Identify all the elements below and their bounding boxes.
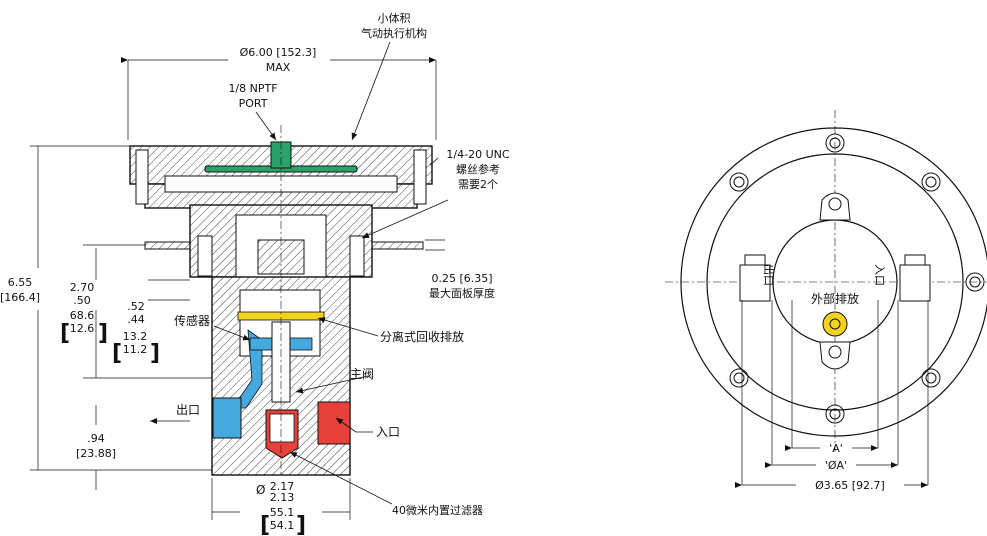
dim-a-mm2: 12.6 <box>70 322 95 335</box>
dim-b-mm2: 11.2 <box>123 343 148 356</box>
label-screw-3: 需要2个 <box>458 178 498 191</box>
label-main-valve: 主阀 <box>350 367 374 381</box>
top-view-dimensions <box>735 300 929 488</box>
panel-screw-left <box>197 235 213 277</box>
dimension-lines <box>30 57 445 520</box>
label-panel-2: 最大面板厚度 <box>429 286 495 300</box>
outlet-port <box>212 397 242 439</box>
external-vent-inner <box>829 318 841 330</box>
panel-screw-right <box>349 235 365 277</box>
label-diameter-max-2: MAX <box>266 61 291 74</box>
label-panel-1: 0.25 [6.35] <box>431 272 492 285</box>
bracket-d-left: [ <box>260 513 270 536</box>
label-port-2: PORT <box>239 97 268 110</box>
dim-OA: 'ØA' <box>825 459 847 472</box>
label-actuator-1: 小体积 <box>378 11 411 25</box>
label-port-1: 1/8 NPTF <box>228 82 277 95</box>
external-vent-port <box>822 311 848 337</box>
dim-d-mm1: 55.1 <box>270 506 295 519</box>
dim-c-in: .94 <box>87 432 105 445</box>
label-inlet-left: 入口 <box>376 425 400 439</box>
cap-bolt-right <box>413 149 427 205</box>
label-sensor: 传感器 <box>174 313 210 328</box>
label-outlet-left: 出口 <box>176 403 200 417</box>
leader-lines <box>150 41 449 505</box>
dim-b-mm1: 13.2 <box>123 330 148 343</box>
bracket-a-right: ] <box>98 321 108 346</box>
label-diameter-max-1: Ø6.00 [152.3] <box>240 46 317 59</box>
dim-a-in1: 2.70 <box>70 281 95 294</box>
label-actuator-2: 气动执行机构 <box>361 26 427 40</box>
label-separated-vent: 分离式回收排放 <box>380 329 464 344</box>
dim-a-in2: .50 <box>73 294 91 307</box>
dim-d-sym: Ø <box>256 483 265 497</box>
label-screw-2: 螺丝参考 <box>456 162 500 176</box>
mounting-ears <box>819 192 851 370</box>
label-filter: 40微米内置过滤器 <box>392 503 483 517</box>
dim-b-in2: .44 <box>127 313 145 326</box>
dim-A: 'A' <box>829 442 843 455</box>
bolt-holes <box>729 133 985 424</box>
bracket-a-left: [ <box>60 321 70 346</box>
dim-d-in1: 2.17 <box>270 480 295 493</box>
label-screw-1: 1/4-20 UNC <box>446 148 509 161</box>
inlet-port <box>317 401 351 445</box>
dim-total-diameter: Ø3.65 [92.7] <box>815 479 885 492</box>
label-external-vent: 外部排放 <box>811 291 859 306</box>
label-outlet-right: 出口 <box>762 264 776 286</box>
dim-d-in2: 2.13 <box>270 491 295 504</box>
cap-bolt-left <box>135 149 149 205</box>
bracket-d-right: ] <box>296 513 306 536</box>
label-inlet-right: 入口 <box>873 264 886 286</box>
dim-d-mm2: 54.1 <box>270 519 295 532</box>
side-brackets <box>739 254 931 302</box>
dim-height-mm: [166.4] <box>0 291 40 304</box>
filter-element <box>269 413 295 443</box>
bracket-b-right: ] <box>150 341 160 366</box>
bracket-b-left: [ <box>112 341 122 366</box>
top-view <box>665 110 987 452</box>
dim-a-mm1: 68.6 <box>70 309 95 322</box>
dim-height-in: 6.55 <box>8 276 33 289</box>
dim-b-in1: .52 <box>127 300 145 313</box>
section-view <box>129 125 433 476</box>
dim-c-mm: [23.88] <box>76 447 116 460</box>
